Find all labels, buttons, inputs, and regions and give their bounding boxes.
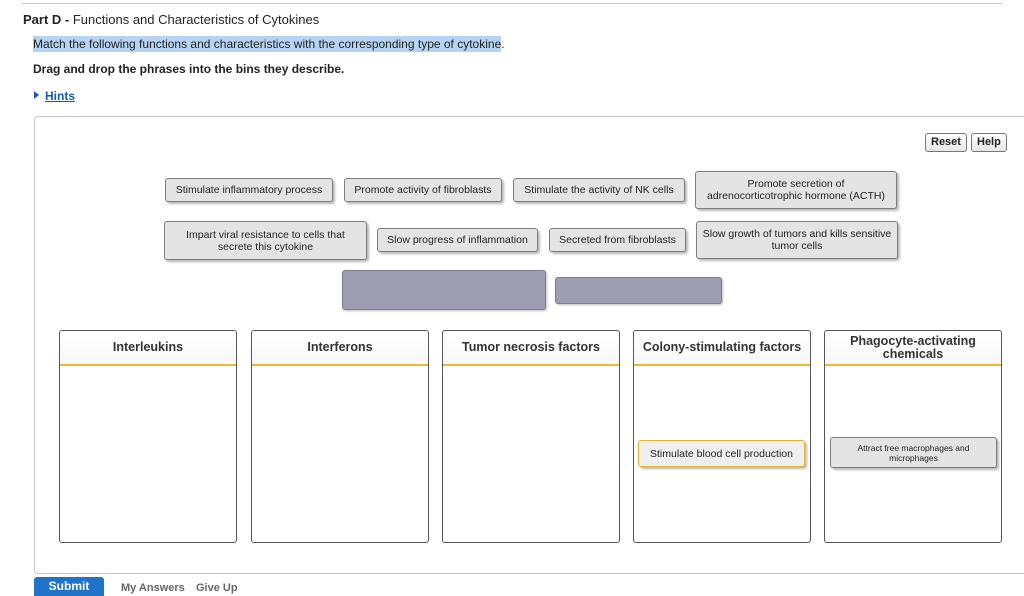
- instruction: Match the following functions and charac…: [33, 36, 505, 52]
- bin-title: Interleukins: [60, 331, 236, 366]
- empty-slot: [555, 277, 722, 304]
- bin-tumor-necrosis-factors[interactable]: Tumor necrosis factors: [442, 330, 620, 543]
- bin-phagocyte-activating-chemicals[interactable]: Phagocyte-activating chemicals: [824, 330, 1002, 543]
- answer-chip[interactable]: Promote activity of fibroblasts: [344, 178, 502, 202]
- bin-title: Interferons: [252, 331, 428, 366]
- part-title-text: Functions and Characteristics of Cytokin…: [72, 12, 320, 27]
- bin-colony-stimulating-factors[interactable]: Colony-stimulating factors: [633, 330, 811, 543]
- drag-instruction: Drag and drop the phrases into the bins …: [33, 62, 345, 76]
- placed-chip[interactable]: Stimulate blood cell production: [638, 440, 805, 467]
- reset-button[interactable]: Reset: [925, 133, 967, 152]
- answer-chip[interactable]: Stimulate the activity of NK cells: [513, 178, 685, 202]
- hints-toggle[interactable]: Hints: [34, 89, 75, 103]
- answer-chip[interactable]: Slow growth of tumors and kills sensitiv…: [696, 221, 898, 259]
- caret-right-icon: [34, 91, 39, 99]
- submit-button[interactable]: Submit: [34, 577, 104, 596]
- answer-chip[interactable]: Promote secretion of adrenocorticotrophi…: [695, 171, 897, 209]
- instruction-period: .: [501, 37, 505, 51]
- give-up-link[interactable]: Give Up: [196, 582, 238, 594]
- answer-chip[interactable]: Slow progress of inflammation: [377, 228, 538, 252]
- part-label: Part D -: [23, 12, 73, 27]
- placed-chip[interactable]: Attract free macrophages and microphages: [830, 437, 997, 468]
- my-answers-link[interactable]: My Answers: [121, 582, 185, 594]
- bin-interleukins[interactable]: Interleukins: [59, 330, 237, 543]
- empty-slot: [342, 270, 546, 310]
- help-button[interactable]: Help: [971, 133, 1007, 152]
- top-divider: [22, 3, 1002, 4]
- answer-chip[interactable]: Secreted from fibroblasts: [549, 228, 686, 252]
- part-title: Part D - Functions and Characteristics o…: [23, 12, 319, 27]
- answer-chip[interactable]: Stimulate inflammatory process: [165, 178, 333, 202]
- answer-chip[interactable]: Impart viral resistance to cells that se…: [164, 221, 367, 260]
- bin-title: Phagocyte-activating chemicals: [825, 331, 1001, 366]
- bin-interferons[interactable]: Interferons: [251, 330, 429, 543]
- bin-title: Colony-stimulating factors: [634, 331, 810, 366]
- hints-link[interactable]: Hints: [45, 89, 75, 103]
- instruction-text: Match the following functions and charac…: [33, 36, 502, 52]
- bin-title: Tumor necrosis factors: [443, 331, 619, 366]
